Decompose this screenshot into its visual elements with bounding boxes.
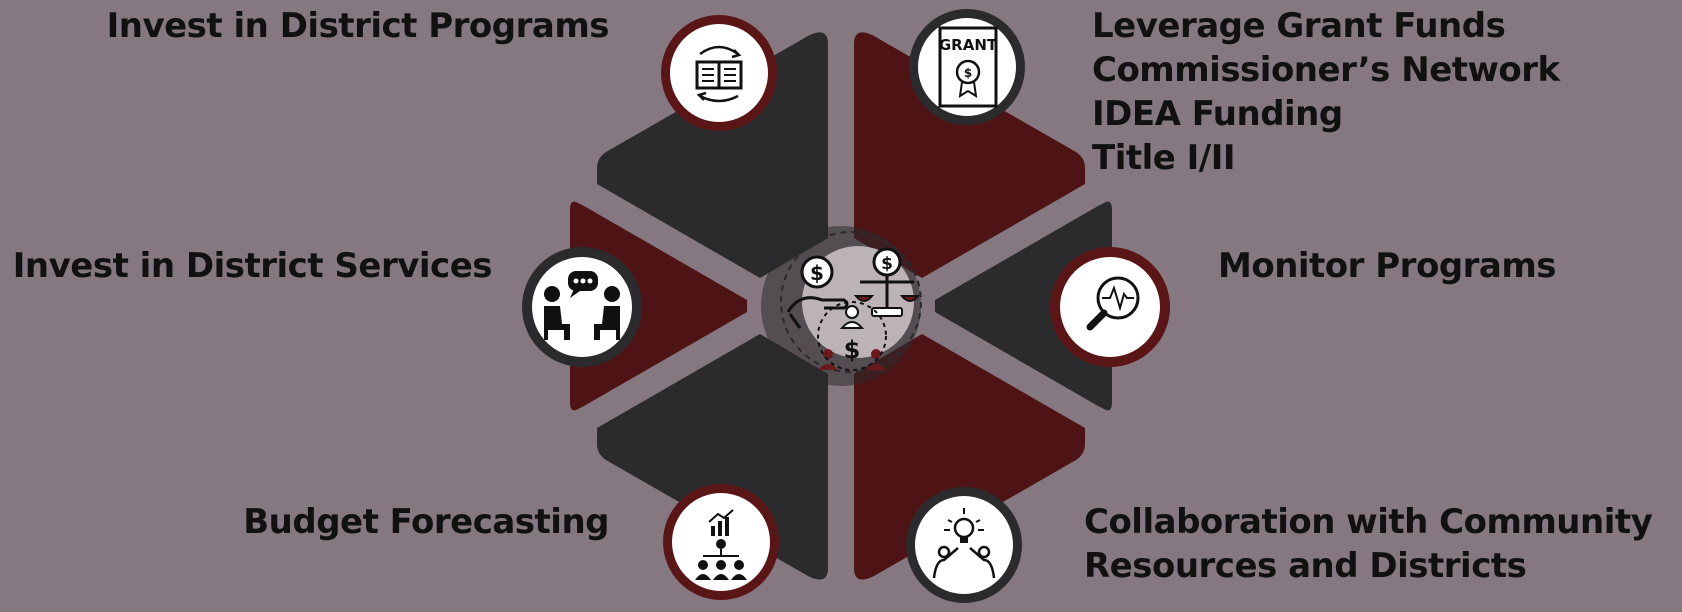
label-invest-programs: Invest in District Programs [106,6,610,46]
book-exchange-icon [695,45,743,103]
funding-balance-icon: $ $ $ [786,247,921,371]
label-bottom-right: Collaboration with Community Resources a… [1084,500,1653,588]
segment-left [570,201,747,411]
label-idea-funding: IDEA Funding [1092,94,1343,134]
badge-top-right: GRANT $ [909,9,1025,125]
svg-text:$: $ [964,66,972,80]
label-monitor-programs: Monitor Programs [1218,246,1557,286]
label-title-i-ii: Title I/II [1092,138,1236,178]
center-hub: $ $ $ [761,226,922,386]
grant-text: GRANT [939,36,998,54]
label-leverage-grant: Leverage Grant Funds [1092,6,1506,46]
badge-bottom-right [906,487,1022,603]
label-mid-left: Invest in District Services [12,244,493,288]
segment-right [935,201,1112,411]
magnifier-pulse-icon [1086,276,1140,331]
label-bottom-left: Budget Forecasting [243,500,609,544]
label-invest-services: Invest in District Services [12,246,493,286]
label-top-left: Invest in District Programs [106,4,610,48]
growth-org-chart-icon [695,509,747,580]
badge-mid-right [1050,247,1170,367]
label-commissioner-network: Commissioner’s Network [1092,50,1560,90]
segment-top-right [854,32,1085,278]
idea-teamwork-icon [932,508,996,579]
svg-text:$: $ [810,261,824,285]
svg-text:$: $ [881,254,893,274]
badge-top-left [661,15,777,131]
badge-mid-left [522,247,642,367]
label-collaboration: Collaboration with Community [1084,502,1653,542]
label-top-right: Leverage Grant Funds Commissioner’s Netw… [1092,4,1560,180]
label-resources-districts: Resources and Districts [1084,546,1527,586]
discussion-people-icon [544,271,620,340]
label-mid-right: Monitor Programs [1218,244,1557,288]
grant-certificate-icon: GRANT $ [938,26,998,108]
segment-bottom-right [854,334,1085,580]
label-budget-forecasting: Budget Forecasting [243,502,609,542]
svg-text:$: $ [844,336,861,364]
badge-bottom-left [663,484,779,600]
